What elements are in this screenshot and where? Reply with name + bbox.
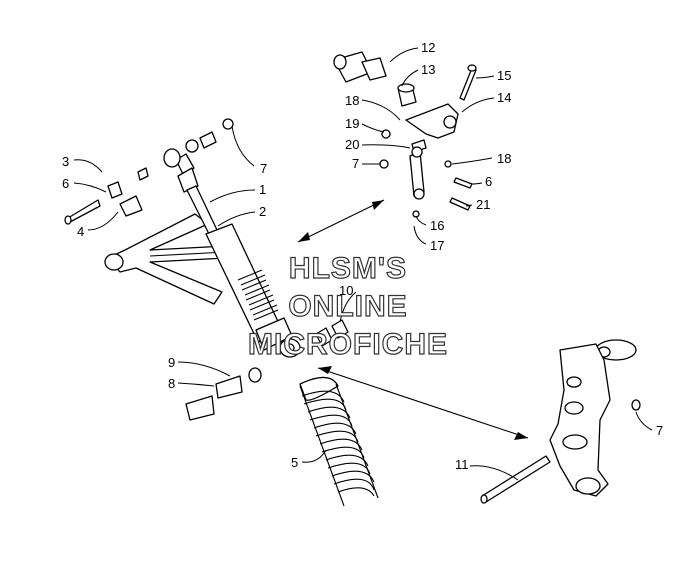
callout-7: 7 bbox=[656, 423, 663, 438]
callout-leaders bbox=[73, 47, 653, 481]
callout-15: 15 bbox=[497, 68, 511, 83]
callout-20: 20 bbox=[345, 137, 359, 152]
callout-10: 10 bbox=[339, 283, 353, 298]
callout-7: 7 bbox=[260, 161, 267, 176]
callout-1: 1 bbox=[259, 182, 266, 197]
callout-9: 9 bbox=[168, 355, 175, 370]
callout-12: 12 bbox=[421, 40, 435, 55]
callout-21: 21 bbox=[476, 197, 490, 212]
callout-17: 17 bbox=[430, 238, 444, 253]
callout-16: 16 bbox=[430, 218, 444, 233]
callout-2: 2 bbox=[259, 204, 266, 219]
callout-6: 6 bbox=[485, 174, 492, 189]
callout-11: 11 bbox=[455, 457, 469, 472]
callout-3: 3 bbox=[62, 154, 69, 169]
assembly-arrows bbox=[297, 199, 529, 440]
callout-19: 19 bbox=[345, 116, 359, 131]
watermark-line-2: ONLINE bbox=[288, 290, 407, 323]
watermark: HLSM'S ONLINE MICROFICHE bbox=[247, 251, 448, 361]
callout-18: 18 bbox=[497, 151, 511, 166]
shock-bottom-hardware bbox=[185, 319, 349, 421]
callout-7: 7 bbox=[352, 156, 359, 171]
watermark-line-1: HLSM'S bbox=[289, 252, 407, 285]
callout-8: 8 bbox=[168, 376, 175, 391]
callout-13: 13 bbox=[421, 62, 435, 77]
coil-spring bbox=[299, 376, 379, 507]
callout-18: 18 bbox=[345, 93, 359, 108]
watermark-line-3: MICROFICHE bbox=[248, 328, 448, 361]
spindle bbox=[480, 339, 641, 504]
callout-14: 14 bbox=[497, 90, 511, 105]
callout-numbers: 3 6 4 1 2 7 5 8 9 10 11 12 13 15 14 18 1… bbox=[62, 40, 663, 472]
callout-6: 6 bbox=[62, 176, 69, 191]
steering-linkage bbox=[333, 51, 477, 218]
shock-absorber bbox=[163, 148, 301, 358]
callout-4: 4 bbox=[77, 224, 84, 239]
shock-top-hardware bbox=[64, 118, 234, 225]
callout-5: 5 bbox=[291, 455, 298, 470]
